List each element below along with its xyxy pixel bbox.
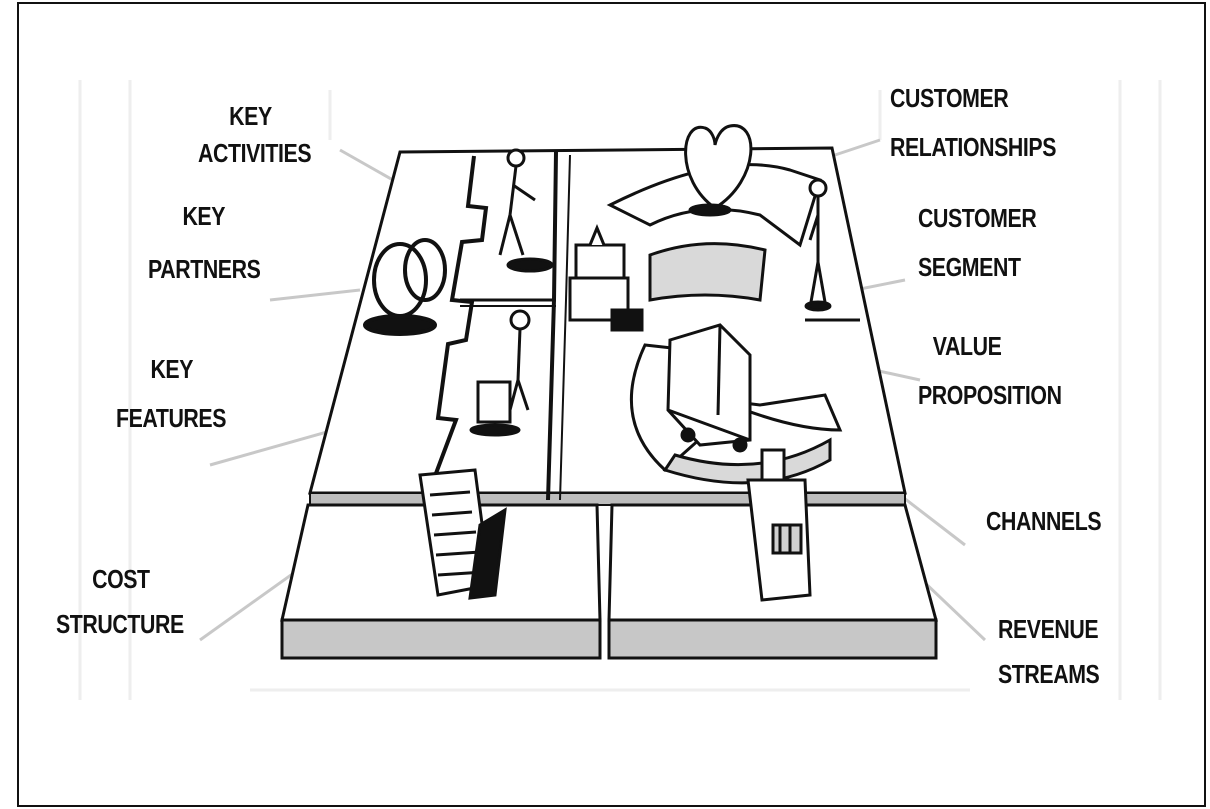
- label-value-proposition-line-2: PROPOSITION: [918, 380, 1062, 410]
- label-key-features-line-2: FEATURES: [116, 403, 227, 433]
- label-cost-structure-line-2: STRUCTURE: [56, 609, 184, 639]
- cost-paper-icon: [418, 468, 507, 600]
- cash-register-icon: [746, 448, 812, 602]
- label-channels: CHANNELS: [986, 505, 1102, 538]
- worker-at-desk-icon: [498, 148, 554, 273]
- delivery-cart-icon: [568, 224, 644, 332]
- delivery-truck-icon: [666, 323, 752, 453]
- label-key-activities-line-1: KEY: [229, 101, 272, 131]
- label-customer-relationships-line-2: RELATIONSHIPS: [890, 132, 1057, 162]
- label-key-activities: KEY ACTIVITIES: [198, 100, 312, 170]
- label-key-partners-line-2: PARTNERS: [148, 254, 261, 284]
- label-customer-segment: CUSTOMER SEGMENT: [918, 202, 1037, 284]
- lower-board: [280, 503, 938, 660]
- person-icon: [804, 178, 832, 312]
- label-key-features: KEY FEATURES: [116, 353, 226, 435]
- heart-icon: [684, 124, 753, 217]
- label-revenue-streams-line-1: REVENUE: [998, 614, 1099, 644]
- label-key-features-line-1: KEY: [150, 354, 194, 384]
- label-customer-segment-line-2: SEGMENT: [918, 252, 1021, 282]
- label-cost-structure: COST STRUCTURE: [56, 563, 184, 641]
- label-channels-line-1: CHANNELS: [986, 506, 1102, 536]
- label-key-activities-line-2: ACTIVITIES: [198, 138, 312, 168]
- label-value-proposition-line-1: VALUE: [932, 331, 1002, 361]
- handshake-rings-icon: [363, 238, 447, 336]
- label-customer-relationships: CUSTOMER RELATIONSHIPS: [890, 82, 1056, 164]
- label-revenue-streams-line-2: STREAMS: [998, 659, 1100, 689]
- label-value-proposition: VALUE PROPOSITION: [918, 330, 1062, 412]
- label-revenue-streams: REVENUE STREAMS: [998, 613, 1100, 691]
- label-key-partners-line-1: KEY: [182, 201, 226, 231]
- label-customer-segment-line-1: CUSTOMER: [918, 203, 1037, 233]
- label-cost-structure-line-1: COST: [92, 564, 150, 594]
- worker-with-machine-icon: [469, 309, 531, 437]
- background-texture: [78, 80, 1162, 700]
- label-key-partners: KEY PARTNERS: [148, 200, 261, 286]
- label-customer-relationships-line-1: CUSTOMER: [890, 83, 1009, 113]
